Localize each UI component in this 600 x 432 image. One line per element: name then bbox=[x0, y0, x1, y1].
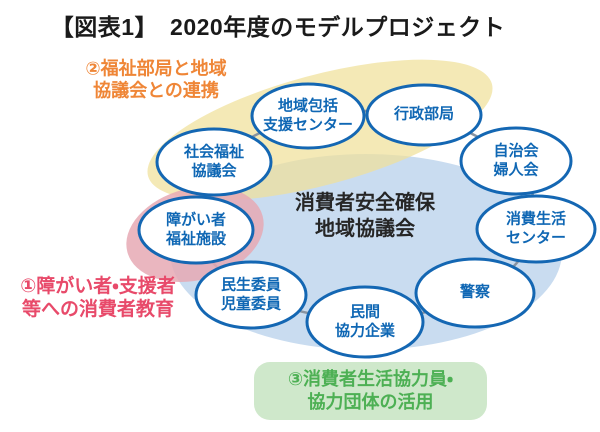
node-label-welfare-child-commissioners: 民生委員 児童委員 bbox=[220, 276, 282, 312]
node-label-social-welfare-council: 社会福祉 協議会 bbox=[183, 143, 245, 179]
node-ellipse-regional-comprehensive-support-center bbox=[250, 82, 366, 150]
node-label-administrative-department: 行政部局 bbox=[393, 105, 455, 123]
annotation-3-cooperator-utilization: ③消費者生活協力員・ 協力団体の活用 bbox=[287, 368, 454, 412]
node-label-private-partner-companies: 民間 協力企業 bbox=[334, 303, 396, 339]
node-ellipse-disability-welfare-facility bbox=[137, 195, 255, 265]
annotation-1-consumer-education: ①障がい者・支援者 等への消費者教育 bbox=[20, 276, 176, 320]
node-ellipse-neighborhood-womens-association bbox=[459, 126, 573, 196]
node-ellipse-police bbox=[414, 257, 536, 329]
node-ellipse-private-partner-companies bbox=[305, 285, 425, 359]
node-label-consumer-life-center: 消費生活 センター bbox=[505, 210, 567, 246]
node-ellipse-social-welfare-council bbox=[155, 127, 273, 197]
node-label-neighborhood-womens-association: 自治会 婦人会 bbox=[493, 142, 539, 178]
annotation-3-box: ③消費者生活協力員・ 協力団体の活用 bbox=[254, 362, 487, 420]
center-council-label: 消費者安全確保 地域協議会 bbox=[295, 192, 435, 240]
node-ellipse-consumer-life-center bbox=[475, 194, 597, 264]
node-ellipse-administrative-department bbox=[365, 83, 483, 147]
node-label-disability-welfare-facility: 障がい者 福祉施設 bbox=[165, 211, 227, 247]
annotation-2-welfare-bureau-cooperation: ②福祉部局と地域 協議会との連携 bbox=[85, 58, 227, 100]
node-label-police: 警察 bbox=[459, 283, 491, 301]
node-ellipse-welfare-child-commissioners bbox=[194, 260, 308, 330]
figure-title: 【図表1】 2020年度のモデルプロジェクト bbox=[50, 14, 506, 40]
node-label-regional-comprehensive-support-center: 地域包括 支援センター bbox=[262, 97, 354, 133]
